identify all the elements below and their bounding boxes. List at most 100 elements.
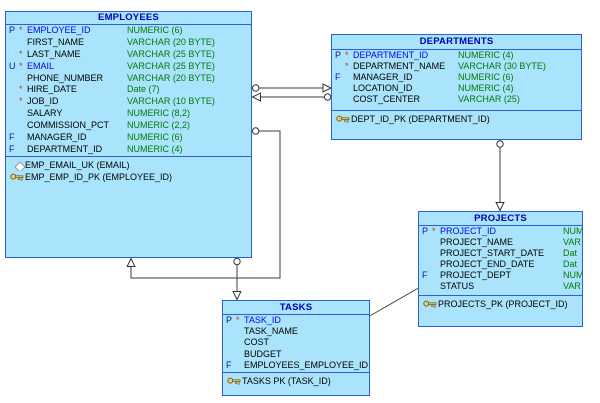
column-type: NUMERIC (6) [127, 132, 183, 143]
column-type: VAR [563, 281, 581, 291]
column-row[interactable]: COST_CENTER VARCHAR (25) [332, 94, 581, 105]
column-type: NUM [563, 226, 582, 236]
column-type: NUMERIC (6) [458, 72, 514, 82]
key-flag: F [9, 132, 15, 143]
key-row[interactable]: EMP_EMAIL_UK (EMAIL) [6, 159, 251, 171]
relation-arrowhead [251, 92, 261, 102]
primary-key-icon [336, 114, 350, 124]
optional-end-circle [252, 127, 260, 135]
column-name: EMPLOYEES_EMPLOYEE_ID [244, 359, 369, 370]
column-row[interactable]: P* PROJECT_ID NUM [419, 226, 582, 237]
column-name: DEPARTMENT_ID [27, 143, 103, 154]
column-type: VARCHAR (25 BYTE) [127, 60, 215, 71]
mandatory-star: * [236, 315, 240, 325]
key-flag: P [422, 226, 429, 236]
column-name: FIRST_NAME [27, 36, 85, 47]
key-flag: F [422, 270, 428, 280]
column-row[interactable]: TASK_NAME [223, 326, 369, 337]
key-label: EMP_EMP_ID_PK (EMPLOYEE_ID) [25, 172, 173, 182]
mandatory-star: * [19, 25, 23, 35]
table-title[interactable]: EMPLOYEES [6, 12, 251, 25]
table-title[interactable]: TASKS [223, 301, 369, 315]
key-row[interactable]: EMP_EMP_ID_PK (EMPLOYEE_ID) [6, 171, 251, 183]
relation-arrowhead [232, 291, 242, 301]
key-flag: P [226, 315, 233, 325]
column-name: EMPLOYEE_ID [27, 25, 91, 35]
primary-key-icon [227, 376, 241, 386]
table-keys-section: DEPT_ID_PK (DEPARTMENT_ID) [332, 110, 581, 139]
column-type: Date (7) [127, 84, 160, 95]
column-name: PROJECT_ID [440, 226, 497, 236]
key-row[interactable]: DEPT_ID_PK (DEPARTMENT_ID) [332, 113, 581, 125]
column-name: HIRE_DATE [27, 84, 77, 95]
table-title[interactable]: DEPARTMENTS [332, 35, 581, 50]
column-row[interactable]: P* TASK_ID [223, 315, 369, 326]
column-name: TASK_ID [244, 315, 281, 325]
unique-diamond-shape [14, 161, 26, 171]
primary-key-icon [10, 172, 24, 182]
key-flag: U [9, 60, 16, 71]
relation-arrowhead [495, 202, 505, 212]
key-flag: P [335, 50, 342, 60]
column-name: JOB_ID [27, 96, 59, 107]
column-type: NUMERIC (4) [458, 83, 514, 93]
key-row[interactable]: PROJECTS_PK (PROJECT_ID) [419, 298, 582, 310]
relation-arrowhead [322, 83, 333, 93]
column-name: PROJECT_NAME [440, 237, 514, 247]
column-row[interactable]: F DEPARTMENT_ID NUMERIC (4) [6, 144, 251, 156]
column-type: VARCHAR (25) [458, 94, 520, 104]
table-title[interactable]: PROJECTS [419, 212, 582, 226]
primary-key-icon [423, 299, 437, 309]
column-name: PROJECT_END_DATE [440, 259, 535, 269]
column-type: NUMERIC (4) [458, 50, 514, 60]
mandatory-star: * [19, 48, 23, 59]
column-name: MANAGER_ID [353, 72, 413, 82]
column-name: COMMISSION_PCT [27, 120, 110, 131]
column-row[interactable]: BUDGET [223, 349, 369, 360]
relation-arrowhead [126, 257, 136, 267]
column-name: DEPARTMENT_ID [353, 50, 429, 60]
column-name: STATUS [440, 281, 475, 291]
column-name: COST [244, 337, 270, 348]
column-type: NUMERIC (4) [127, 143, 183, 154]
key-label: DEPT_ID_PK (DEPARTMENT_ID) [351, 114, 490, 124]
column-type: Dat [563, 248, 578, 258]
mandatory-star: * [432, 226, 436, 236]
mandatory-star: * [19, 96, 23, 107]
column-row[interactable]: STATUS VAR [419, 281, 582, 292]
column-name: COST_CENTER [353, 94, 421, 104]
table-keys-section: TASKS PK (TASK_ID) [223, 372, 369, 395]
key-row[interactable]: TASKS PK (TASK_ID) [223, 375, 369, 387]
key-flag: F [9, 143, 15, 154]
fk-employees-self-manager[interactable] [130, 130, 281, 279]
column-row[interactable]: COST [223, 337, 369, 348]
